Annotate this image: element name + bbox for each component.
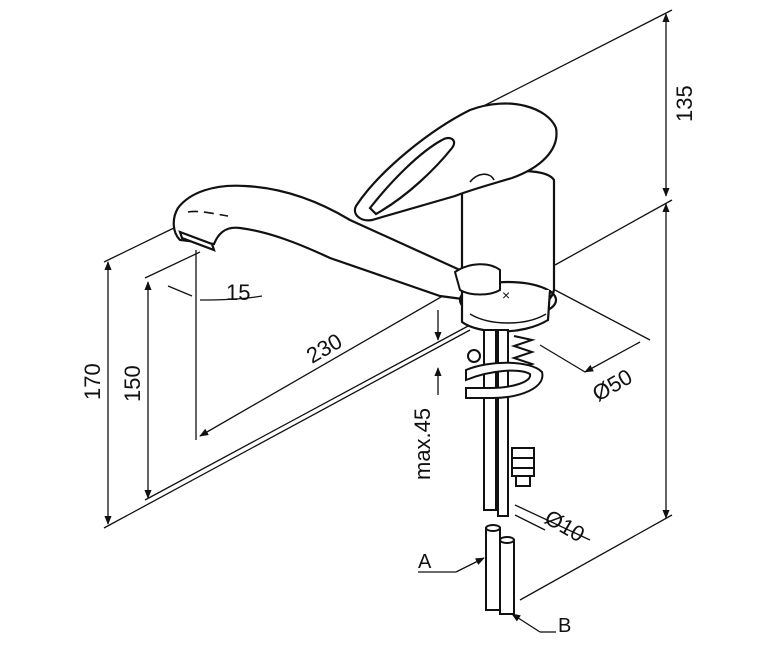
dim-170-label: 170 bbox=[80, 363, 105, 400]
spout-joint bbox=[453, 263, 501, 296]
dim-230-label: 230 bbox=[302, 328, 346, 368]
svg-text:×: × bbox=[502, 287, 510, 303]
dim-diameter-50-label: Ø50 bbox=[588, 364, 637, 406]
dim-15-label: 15 bbox=[226, 280, 250, 305]
dimension-lines bbox=[104, 13, 670, 633]
faucet-spout bbox=[172, 184, 472, 302]
extension-lines bbox=[103, 9, 673, 601]
faucet-body-cylinder: × bbox=[458, 169, 558, 333]
dim-max45-label: max.45 bbox=[410, 408, 435, 480]
callout-a-label: A bbox=[418, 551, 432, 573]
mounting-rod-and-hoses bbox=[465, 329, 544, 615]
dim-135-label: 135 bbox=[672, 85, 697, 122]
faucet-lever-handle bbox=[353, 102, 558, 222]
dim-150-label: 150 bbox=[120, 365, 145, 402]
dim-diameter-10-label: Ø10 bbox=[541, 505, 590, 547]
callout-b-label: B bbox=[558, 615, 571, 637]
